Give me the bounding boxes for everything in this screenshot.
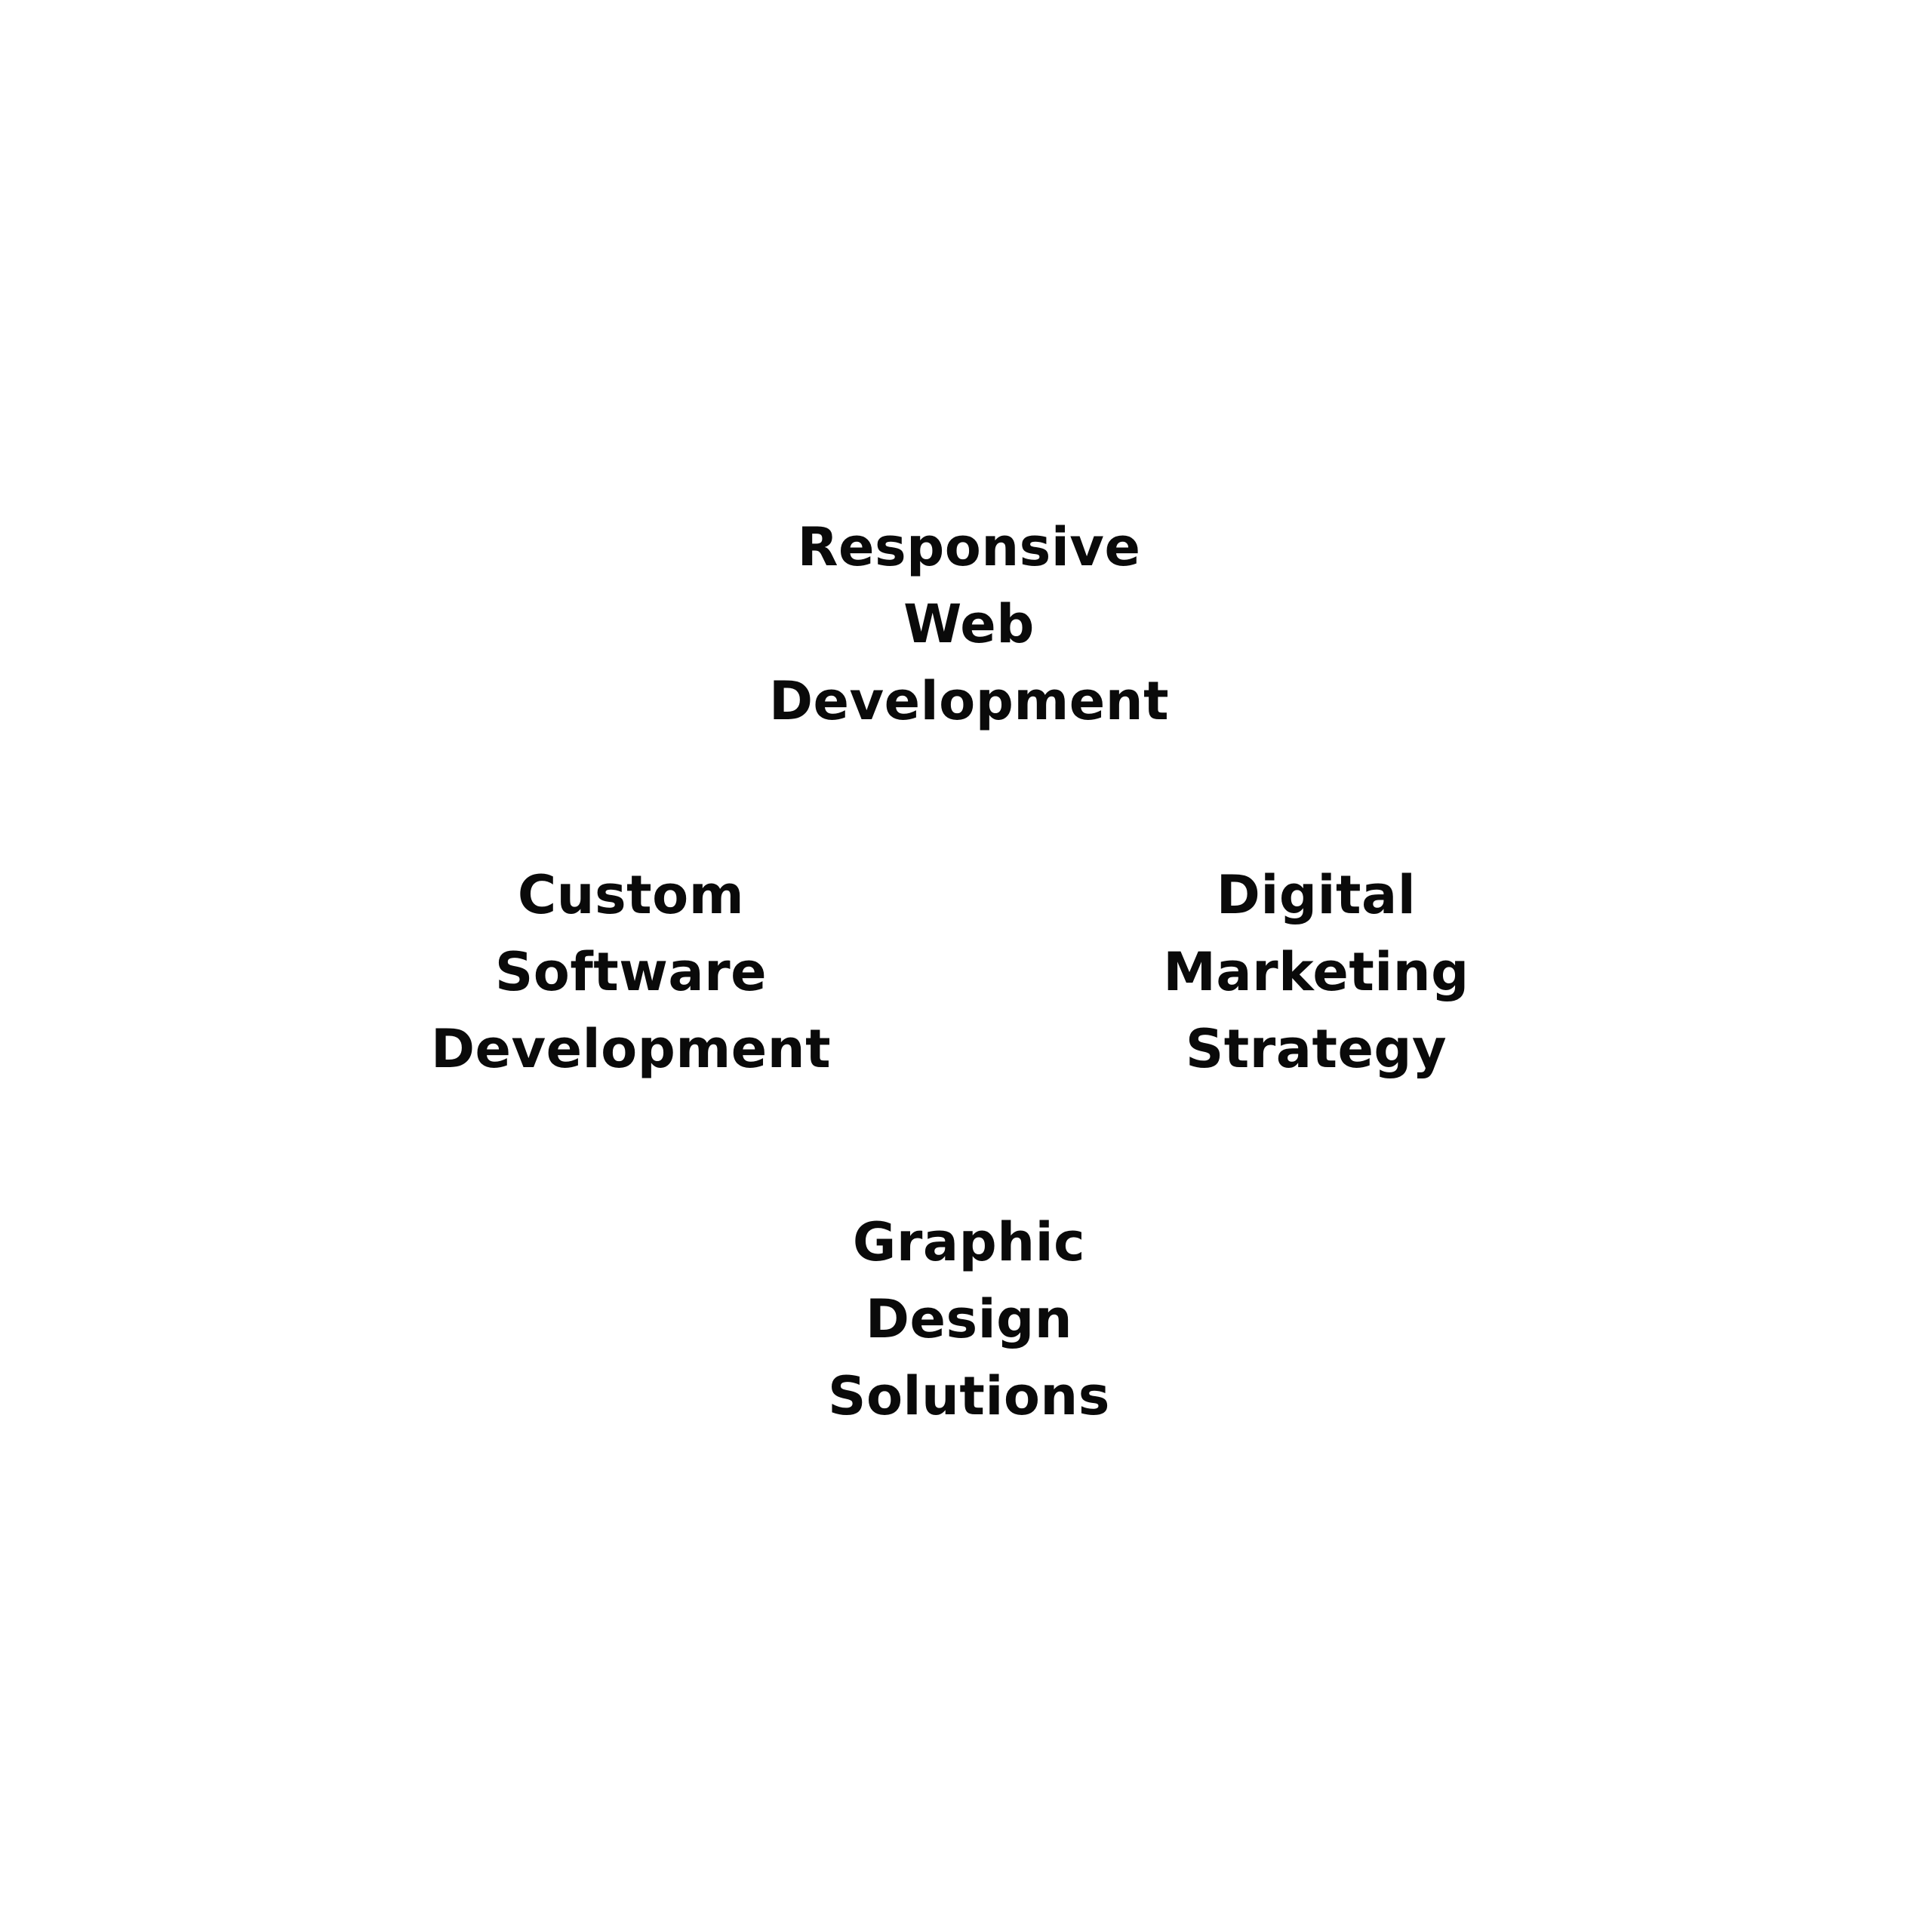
service-line: Development [430, 1018, 832, 1080]
service-graphic-design-solutions: Graphic Design Solutions [629, 1204, 1309, 1435]
service-line: Custom [517, 864, 745, 926]
service-line: Strategy [1185, 1018, 1447, 1080]
service-line: Graphic [852, 1211, 1086, 1273]
service-line: Design [865, 1288, 1073, 1350]
service-custom-software-development: Custom Software Development [291, 857, 971, 1088]
service-line: Software [494, 941, 768, 1003]
service-line: Web [903, 593, 1035, 655]
service-line: Development [768, 670, 1170, 732]
service-responsive-web-development: Responsive Web Development [629, 509, 1309, 740]
service-line: Solutions [828, 1365, 1110, 1427]
service-line: Responsive [797, 516, 1141, 578]
service-digital-marketing-strategy: Digital Marketing Strategy [977, 857, 1656, 1088]
service-line: Marketing [1163, 941, 1469, 1003]
service-line: Digital [1216, 864, 1417, 926]
